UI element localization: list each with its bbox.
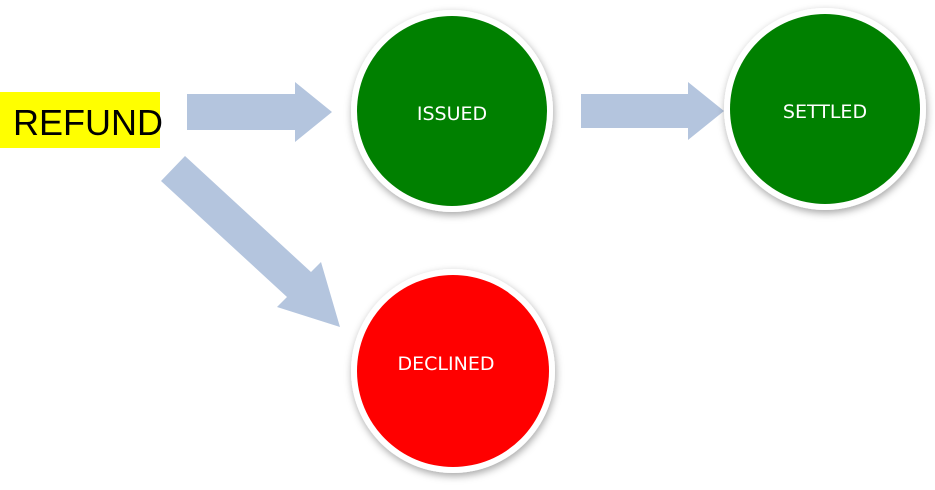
state-issued-fill bbox=[357, 16, 547, 206]
refund-highlight bbox=[0, 92, 160, 148]
state-declined: DECLINED bbox=[351, 269, 555, 473]
arrow-issued-to-settled bbox=[581, 82, 724, 140]
state-declined-fill bbox=[357, 275, 549, 467]
state-issued-label: ISSUED bbox=[417, 103, 487, 125]
arrow-refund-to-issued bbox=[187, 82, 332, 142]
refund-label-text: REFUND bbox=[13, 102, 163, 143]
state-settled: SETTLED bbox=[724, 8, 926, 210]
arrow-refund-to-declined bbox=[161, 156, 340, 327]
state-issued: ISSUED bbox=[351, 10, 553, 212]
state-settled-label: SETTLED bbox=[783, 101, 867, 123]
state-declined-label: DECLINED bbox=[398, 353, 495, 375]
state-settled-fill bbox=[730, 14, 920, 204]
refund-label: REFUND bbox=[0, 92, 163, 148]
